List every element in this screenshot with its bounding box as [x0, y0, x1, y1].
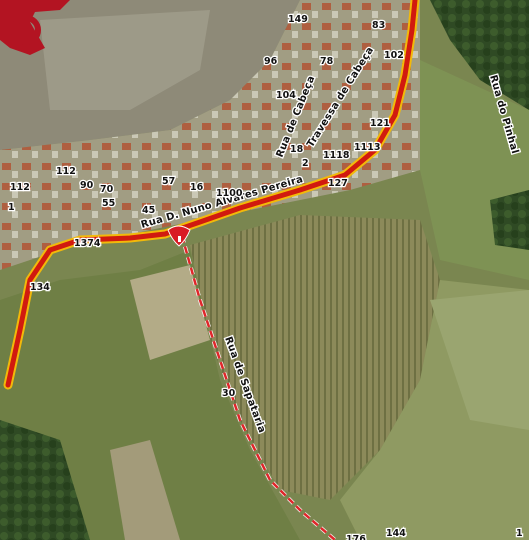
forest-top-right	[430, 0, 529, 110]
plot-bottom	[110, 440, 180, 540]
house-number: 78	[320, 56, 334, 67]
main-road	[5, 0, 418, 388]
house-number: 1118	[323, 150, 350, 161]
logo-icon	[0, 0, 70, 55]
house-number: 96	[264, 56, 278, 67]
house-number: 102	[384, 50, 404, 61]
house-number: 90	[80, 180, 94, 191]
house-number: 83	[372, 20, 385, 31]
location-pin-icon[interactable]	[167, 225, 191, 247]
house-number: 127	[328, 178, 348, 189]
house-number: 18	[290, 144, 304, 155]
house-number: 121	[370, 118, 390, 129]
house-number: 1	[516, 528, 523, 539]
house-number: 104	[276, 90, 296, 101]
house-number: 57	[162, 176, 175, 187]
house-number: 149	[288, 14, 308, 25]
house-number: 176	[346, 534, 366, 540]
house-number: 1	[8, 202, 15, 213]
house-number: 1374	[74, 238, 101, 249]
field-lower-right-2	[430, 290, 529, 430]
house-number: 70	[100, 184, 114, 195]
house-number: 134	[30, 282, 50, 293]
house-number: 16	[190, 182, 204, 193]
house-number: 30	[222, 388, 236, 399]
house-number: 1100	[216, 188, 243, 199]
house-number: 1113	[354, 142, 380, 153]
vineyard-field	[190, 215, 440, 500]
house-number: 112	[10, 182, 30, 193]
house-number: 2	[302, 158, 309, 169]
field-left-plot	[130, 265, 210, 360]
house-number: 45	[142, 205, 155, 216]
house-number: 112	[56, 166, 76, 177]
village-area	[0, 0, 420, 270]
house-number: 144	[386, 528, 406, 539]
forest-bottom-left	[0, 420, 90, 540]
sapataria-path-red	[180, 235, 336, 540]
field-left-lower	[0, 250, 300, 540]
house-number: 55	[102, 198, 115, 209]
rocky-area-light	[40, 10, 210, 110]
forest-right-mid	[490, 190, 529, 250]
